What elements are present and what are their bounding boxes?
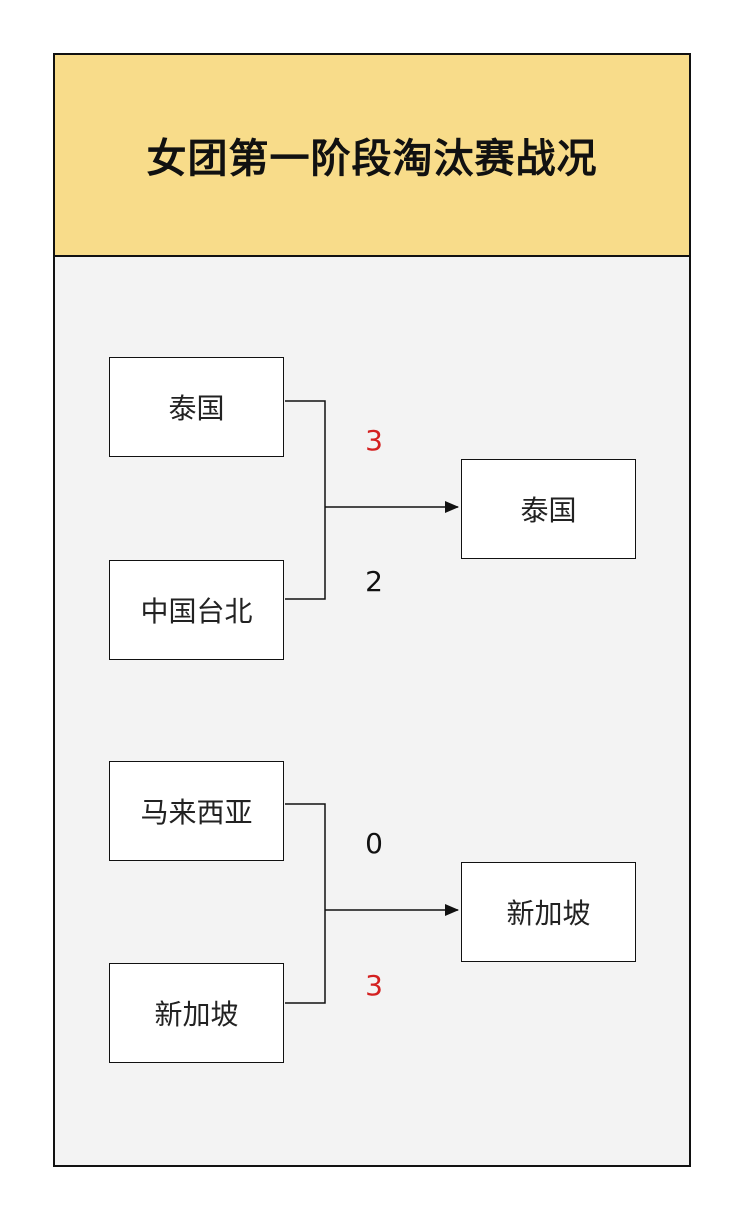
match-2-score-a: 0: [365, 827, 383, 860]
match-1-team-a: 泰国: [109, 357, 284, 457]
match-1-team-b: 中国台北: [109, 560, 284, 660]
match-2-score-b: 3: [365, 969, 383, 1002]
match-2-team-b: 新加坡: [109, 963, 284, 1063]
match-1-bracket-line: [285, 400, 326, 600]
match-2-team-a: 马来西亚: [109, 761, 284, 861]
page-title: 女团第一阶段淘汰赛战况: [146, 135, 598, 182]
title-banner: 女团第一阶段淘汰赛战况: [55, 55, 689, 257]
match-2-bracket-line: [285, 803, 326, 1004]
match-1-winner: 泰国: [461, 459, 636, 559]
match-1-score-a: 3: [365, 424, 383, 457]
match-2-winner: 新加坡: [461, 862, 636, 962]
match-1-score-b: 2: [365, 565, 383, 598]
